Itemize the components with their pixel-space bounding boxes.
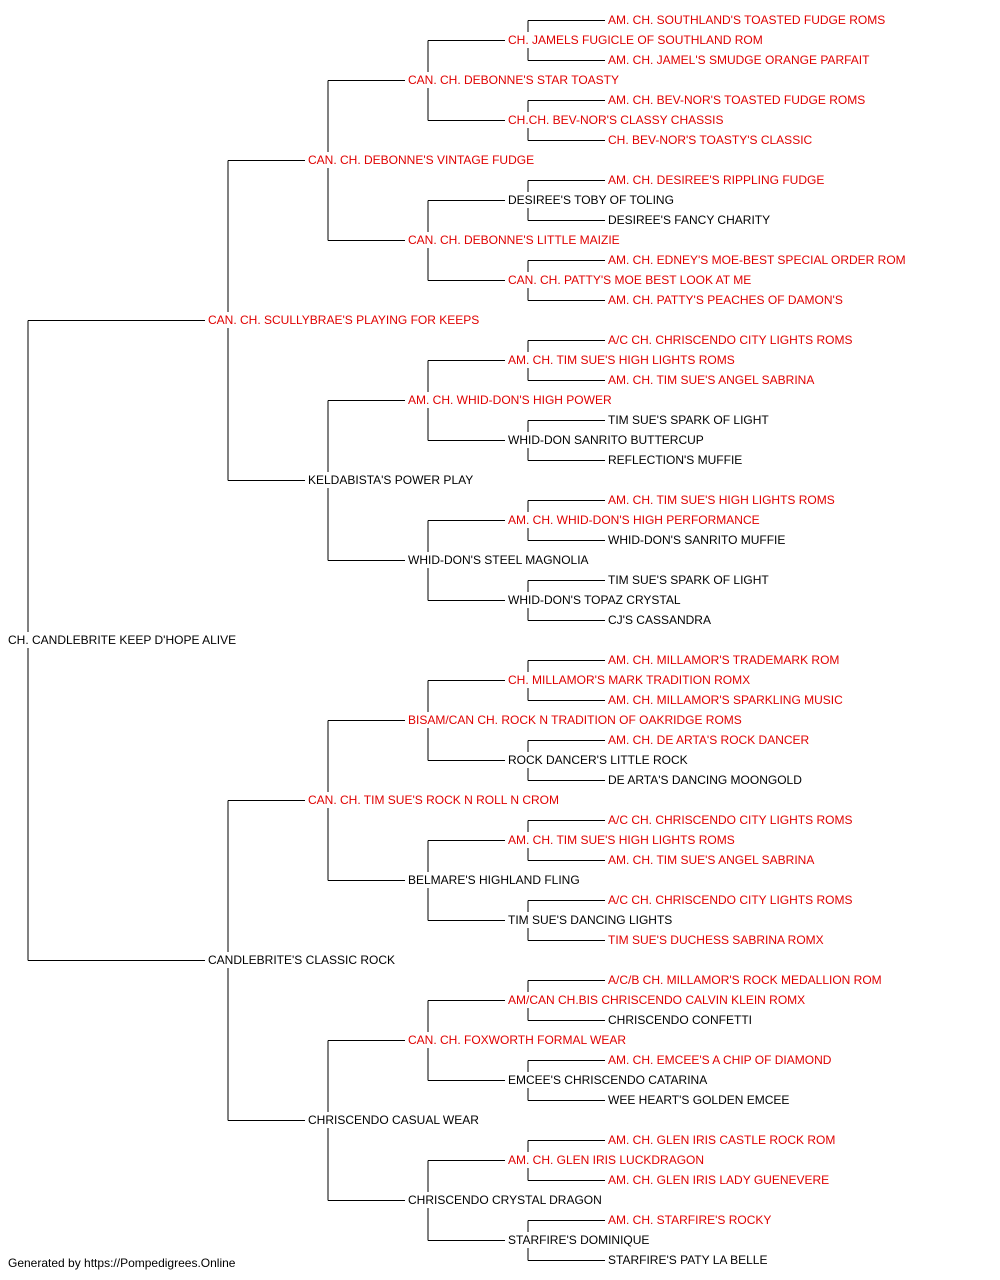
- pedigree-name-root-d-d-s-d: EMCEE'S CHRISCENDO CATARINA: [508, 1073, 707, 1087]
- pedigree-name-root-d-s-d-s-s: A/C CH. CHRISCENDO CITY LIGHTS ROMS: [608, 813, 852, 827]
- pedigree-name-root-d-d-s-d-s: AM. CH. EMCEE'S A CHIP OF DIAMOND: [608, 1053, 832, 1067]
- pedigree-name-root-d-d-s-d-d: WEE HEART'S GOLDEN EMCEE: [608, 1093, 789, 1107]
- pedigree-name-root-d-s-d-s: AM. CH. TIM SUE'S HIGH LIGHTS ROMS: [508, 833, 735, 847]
- pedigree-name-root-d-d-d-d-d: STARFIRE'S PATY LA BELLE: [608, 1253, 767, 1267]
- pedigree-name-root-s-s-d-d-d: AM. CH. PATTY'S PEACHES OF DAMON'S: [608, 293, 843, 307]
- pedigree-name-root-d-s-s-d-d: DE ARTA'S DANCING MOONGOLD: [608, 773, 802, 787]
- pedigree-name-root-d-d-d-s-s: AM. CH. GLEN IRIS CASTLE ROCK ROM: [608, 1133, 835, 1147]
- pedigree-name-root-d: CANDLEBRITE'S CLASSIC ROCK: [208, 953, 395, 967]
- pedigree-name-root-s-d-s-s-d: AM. CH. TIM SUE'S ANGEL SABRINA: [608, 373, 814, 387]
- pedigree-name-root-d-s-d-d-s: A/C CH. CHRISCENDO CITY LIGHTS ROMS: [608, 893, 852, 907]
- pedigree-name-root-d-d-d-s-d: AM. CH. GLEN IRIS LADY GUENEVERE: [608, 1173, 829, 1187]
- pedigree-name-root-d-d-d-d-s: AM. CH. STARFIRE'S ROCKY: [608, 1213, 771, 1227]
- pedigree-name-root-s-s-s-s-s: AM. CH. SOUTHLAND'S TOASTED FUDGE ROMS: [608, 13, 885, 27]
- pedigree-name-root-d-d-s-s: AM/CAN CH.BIS CHRISCENDO CALVIN KLEIN RO…: [508, 993, 805, 1007]
- pedigree-connector-lines: [27, 20, 605, 1261]
- pedigree-name-root-d-s-d: BELMARE'S HIGHLAND FLING: [408, 873, 580, 887]
- pedigree-name-root-d-d-s: CAN. CH. FOXWORTH FORMAL WEAR: [408, 1033, 626, 1047]
- pedigree-name-root-s-d-d-d-d: CJ'S CASSANDRA: [608, 613, 711, 627]
- pedigree-name-labels: CH. CANDLEBRITE KEEP D'HOPE ALIVE CAN. CH…: [8, 13, 906, 1267]
- pedigree-name-root-s-s-d: CAN. CH. DEBONNE'S LITTLE MAIZIE: [408, 233, 620, 247]
- pedigree-name-root-d-d-s-s-s: A/C/B CH. MILLAMOR'S ROCK MEDALLION ROM: [608, 973, 882, 987]
- pedigree-name-root-s-d-d-d: WHID-DON'S TOPAZ CRYSTAL: [508, 593, 681, 607]
- pedigree-name-root-s-d-d: WHID-DON'S STEEL MAGNOLIA: [408, 553, 589, 567]
- pedigree-name-root-d-d: CHRISCENDO CASUAL WEAR: [308, 1113, 479, 1127]
- pedigree-name-root-s-d-s-d-d: REFLECTION'S MUFFIE: [608, 453, 742, 467]
- pedigree-name-root-s-s-d-s-d: DESIREE'S FANCY CHARITY: [608, 213, 770, 227]
- pedigree-name-root-s-d-s: AM. CH. WHID-DON'S HIGH POWER: [408, 393, 612, 407]
- pedigree-name-root-d-s-s-d-s: AM. CH. DE ARTA'S ROCK DANCER: [608, 733, 810, 747]
- pedigree-name-root: CH. CANDLEBRITE KEEP D'HOPE ALIVE: [8, 633, 236, 647]
- pedigree-name-root-d-s-s-d: ROCK DANCER'S LITTLE ROCK: [508, 753, 688, 767]
- pedigree-name-root-s-d-s-s-s: A/C CH. CHRISCENDO CITY LIGHTS ROMS: [608, 333, 852, 347]
- pedigree-name-root-s-s-d-s: DESIREE'S TOBY OF TOLING: [508, 193, 674, 207]
- pedigree-name-root-s-d: KELDABISTA'S POWER PLAY: [308, 473, 473, 487]
- pedigree-name-root-s-d-d-d-s: TIM SUE'S SPARK OF LIGHT: [608, 573, 769, 587]
- pedigree-name-root-d-s-s-s-d: AM. CH. MILLAMOR'S SPARKLING MUSIC: [608, 693, 843, 707]
- pedigree-name-root-d-s: CAN. CH. TIM SUE'S ROCK N ROLL N CROM: [308, 793, 559, 807]
- pedigree-name-root-s-s-d-d: CAN. CH. PATTY'S MOE BEST LOOK AT ME: [508, 273, 751, 287]
- pedigree-name-root-d-d-s-s-d: CHRISCENDO CONFETTI: [608, 1013, 752, 1027]
- pedigree-name-root-s-s-s-s-d: AM. CH. JAMEL'S SMUDGE ORANGE PARFAIT: [608, 53, 870, 67]
- pedigree-name-root-s-s-s: CAN. CH. DEBONNE'S STAR TOASTY: [408, 73, 619, 87]
- pedigree-name-root-d-d-d-d: STARFIRE'S DOMINIQUE: [508, 1233, 649, 1247]
- generated-by-footer: Generated by https://Pompedigrees.Online: [8, 1256, 236, 1270]
- pedigree-name-root-s: CAN. CH. SCULLYBRAE'S PLAYING FOR KEEPS: [208, 313, 479, 327]
- pedigree-name-root-s-d-s-s: AM. CH. TIM SUE'S HIGH LIGHTS ROMS: [508, 353, 735, 367]
- pedigree-name-root-s-d-d-s: AM. CH. WHID-DON'S HIGH PERFORMANCE: [508, 513, 760, 527]
- pedigree-name-root-s-s-s-d-d: CH. BEV-NOR'S TOASTY'S CLASSIC: [608, 133, 813, 147]
- pedigree-name-root-d-s-s: BISAM/CAN CH. ROCK N TRADITION OF OAKRID…: [408, 713, 742, 727]
- pedigree-name-root-s-s-d-s-s: AM. CH. DESIREE'S RIPPLING FUDGE: [608, 173, 824, 187]
- pedigree-name-root-d-d-d: CHRISCENDO CRYSTAL DRAGON: [408, 1193, 602, 1207]
- pedigree-name-root-d-d-d-s: AM. CH. GLEN IRIS LUCKDRAGON: [508, 1153, 704, 1167]
- pedigree-name-root-s-d-d-s-d: WHID-DON'S SANRITO MUFFIE: [608, 533, 785, 547]
- pedigree-name-root-d-s-d-s-d: AM. CH. TIM SUE'S ANGEL SABRINA: [608, 853, 814, 867]
- pedigree-name-root-d-s-s-s: CH. MILLAMOR'S MARK TRADITION ROMX: [508, 673, 750, 687]
- pedigree-name-root-s-s-d-d-s: AM. CH. EDNEY'S MOE-BEST SPECIAL ORDER R…: [608, 253, 906, 267]
- pedigree-name-root-s-d-s-d: WHID-DON SANRITO BUTTERCUP: [508, 433, 704, 447]
- pedigree-name-root-d-s-s-s-s: AM. CH. MILLAMOR'S TRADEMARK ROM: [608, 653, 839, 667]
- pedigree-name-root-s-s: CAN. CH. DEBONNE'S VINTAGE FUDGE: [308, 153, 534, 167]
- pedigree-name-root-s-s-s-d-s: AM. CH. BEV-NOR'S TOASTED FUDGE ROMS: [608, 93, 865, 107]
- pedigree-name-root-s-s-s-s: CH. JAMELS FUGICLE OF SOUTHLAND ROM: [508, 33, 763, 47]
- pedigree-name-root-s-d-s-d-s: TIM SUE'S SPARK OF LIGHT: [608, 413, 769, 427]
- pedigree-name-root-d-s-d-d: TIM SUE'S DANCING LIGHTS: [508, 913, 672, 927]
- pedigree-name-root-s-d-d-s-s: AM. CH. TIM SUE'S HIGH LIGHTS ROMS: [608, 493, 835, 507]
- pedigree-name-root-s-s-s-d: CH.CH. BEV-NOR'S CLASSY CHASSIS: [508, 113, 723, 127]
- pedigree-name-root-d-s-d-d-d: TIM SUE'S DUCHESS SABRINA ROMX: [608, 933, 824, 947]
